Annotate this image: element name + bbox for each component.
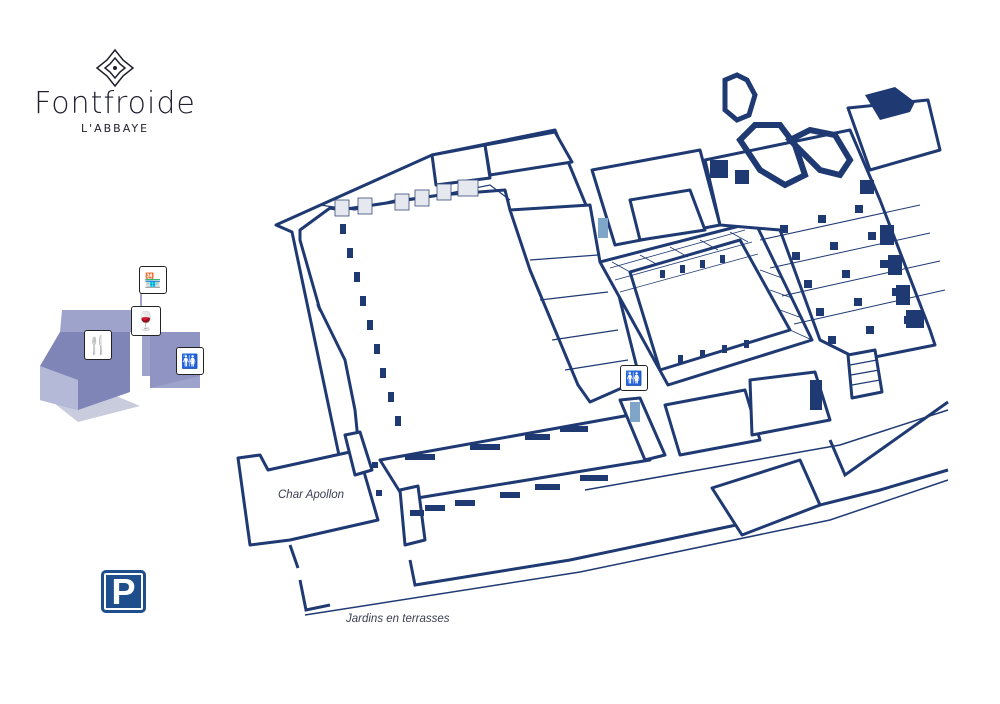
logo-emblem-icon xyxy=(95,48,135,88)
label-char-apollon: Char Apollon xyxy=(278,489,345,501)
stairs-right xyxy=(846,348,884,400)
pillar-marks xyxy=(372,462,424,516)
shop-icon[interactable]: 🏪 xyxy=(139,266,167,294)
parking-icon[interactable]: P xyxy=(101,570,146,613)
wine-bottle-icon[interactable]: 🍷 xyxy=(131,306,161,336)
column-row xyxy=(340,224,401,426)
central-building xyxy=(508,148,722,404)
lower-corridor xyxy=(378,396,667,511)
cloister xyxy=(598,218,814,387)
church-complex xyxy=(703,72,946,362)
window-row xyxy=(334,179,479,217)
logo-subtitle: L'ABBAYE xyxy=(80,122,150,135)
toilets-icon[interactable]: 🚻 xyxy=(176,347,204,375)
fork-knife-icon[interactable]: 🍴 xyxy=(84,330,112,360)
logo-wordmark: Fontfroide xyxy=(34,86,196,121)
toilets-icon[interactable]: 🚻 xyxy=(620,365,648,391)
south-rooms xyxy=(663,370,832,457)
terrace-paths xyxy=(288,400,949,616)
label-jardins: Jardins en terrasses xyxy=(346,613,450,625)
